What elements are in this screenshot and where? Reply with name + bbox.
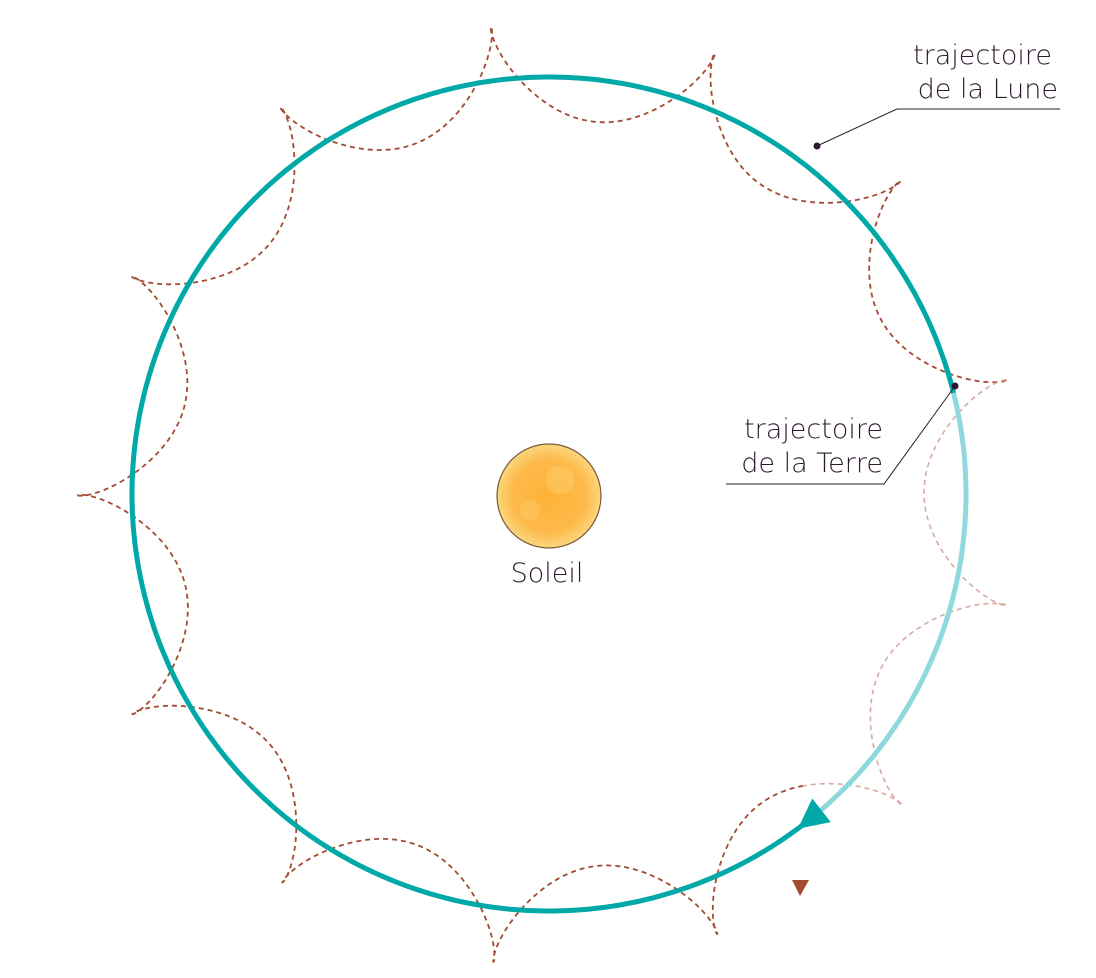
moon-leader-dot [813,142,821,150]
moon-label-line2: de la Lune [918,74,1058,105]
moon-trajectory-faded [803,379,1008,807]
earth-leader-line [726,385,956,485]
moon-direction-arrow [792,880,809,896]
earth-leader-dot [951,382,959,390]
moon-label-line1: trajectoire [913,40,1052,71]
sun-spot [520,500,540,520]
earth-label-line1: trajectoire [744,414,883,445]
earth-trajectory-faded [804,392,969,825]
earth-label-line2: de la Terre [741,448,883,479]
moon-leader-line [816,108,1060,147]
moon-trajectory [77,25,1007,963]
sun [496,443,602,549]
sun-label: Soleil [511,558,584,589]
earth-trajectory [129,74,957,914]
earth-direction-arrow [797,798,831,829]
sun-spot [546,466,574,494]
